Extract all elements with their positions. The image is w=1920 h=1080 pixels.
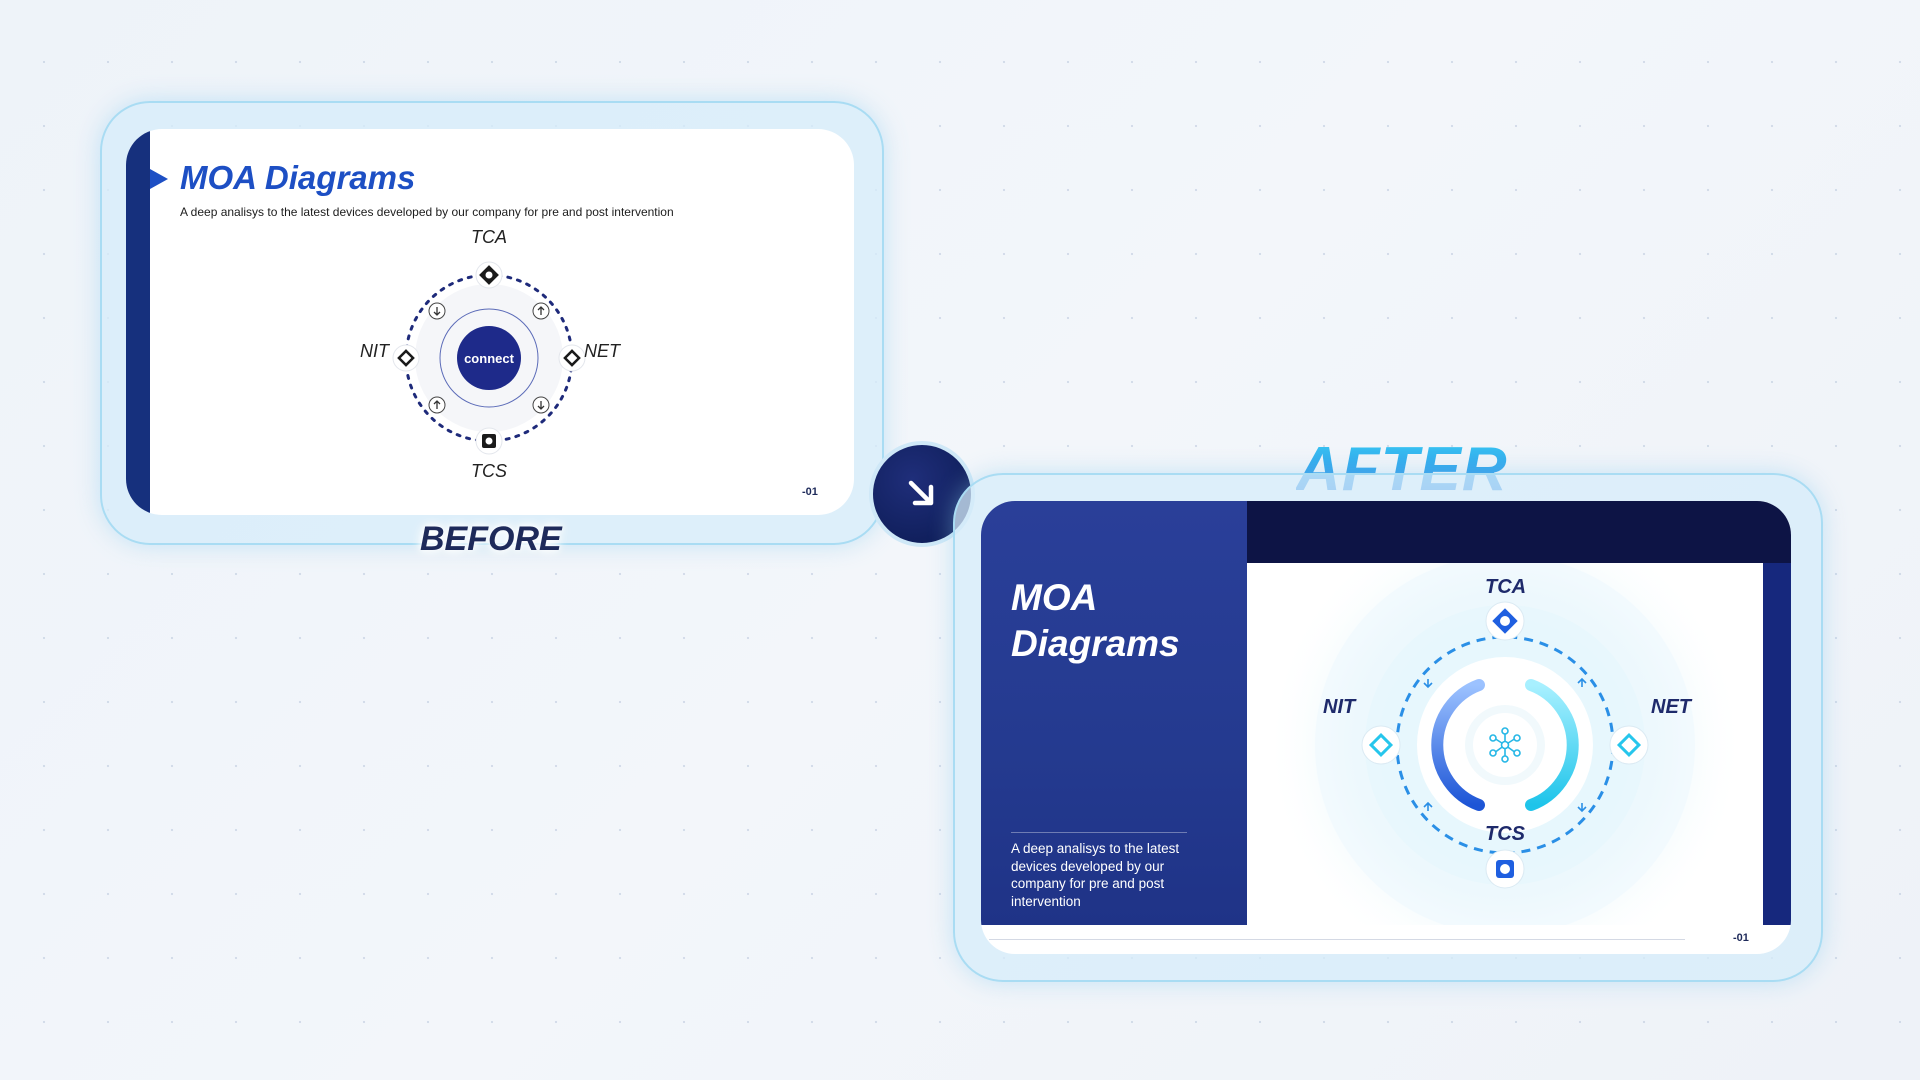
after-divider	[1011, 832, 1187, 833]
before-page-number: -01	[802, 486, 818, 498]
before-slide: MOA Diagrams A deep analisys to the late…	[126, 129, 854, 515]
before-slide-subtitle: A deep analisys to the latest devices de…	[180, 205, 674, 219]
after-right-bar	[1763, 563, 1791, 925]
after-cycle-diagram	[1265, 563, 1745, 925]
after-node-label-left: NIT	[1323, 696, 1356, 718]
connect-center	[457, 326, 521, 390]
arrow-up-icon-sw	[1423, 801, 1433, 811]
before-slide-title: MOA Diagrams	[180, 159, 416, 196]
net-node-icon	[1609, 725, 1649, 765]
small-arrow-icon-se	[532, 396, 550, 414]
after-node-label-bottom: TCS	[1485, 823, 1525, 845]
tcs-node-icon	[1485, 849, 1525, 889]
after-node-label-top: TCA	[1485, 576, 1527, 598]
small-arrow-icon-ne	[532, 302, 550, 320]
before-node-label-bottom: TCS	[471, 461, 507, 481]
after-slide-title: MOA Diagrams	[1011, 577, 1180, 664]
after-footer-line	[989, 939, 1685, 940]
before-label: BEFORE	[420, 520, 562, 558]
arrow-down-right-icon	[908, 480, 934, 506]
transition-arrow-button	[869, 441, 975, 547]
network-hub-icon	[1489, 727, 1521, 763]
after-left-panel	[981, 501, 1247, 925]
nit-node-icon	[1361, 725, 1401, 765]
before-node-label-left: NIT	[360, 341, 389, 361]
tca-node-icon	[1485, 601, 1525, 641]
triangle-marker-icon	[150, 169, 168, 189]
after-top-bar	[1247, 501, 1791, 563]
small-arrow-icon-nw	[428, 302, 446, 320]
after-page-number: -01	[1733, 932, 1749, 944]
before-node-label-top: TCA	[471, 227, 507, 247]
before-cycle-diagram: connect	[392, 261, 586, 455]
after-node-label-right: NET	[1651, 696, 1691, 718]
tcs-node-icon	[475, 427, 503, 455]
after-slide: MOA Diagrams A deep analisys to the late…	[981, 501, 1791, 954]
arrow-down-icon-nw	[1423, 679, 1433, 689]
slide-side-bar	[126, 129, 150, 515]
tca-node-icon	[475, 261, 503, 289]
after-slide-description: A deep analisys to the latest devices de…	[1011, 841, 1180, 909]
nit-node-icon	[392, 344, 420, 372]
arrow-up-icon-ne	[1577, 677, 1587, 687]
before-node-label-right: NET	[584, 341, 620, 361]
small-arrow-icon-sw	[428, 396, 446, 414]
connect-center-label: connect	[464, 351, 515, 366]
net-node-icon	[558, 344, 586, 372]
arrow-down-icon-se	[1577, 803, 1587, 813]
